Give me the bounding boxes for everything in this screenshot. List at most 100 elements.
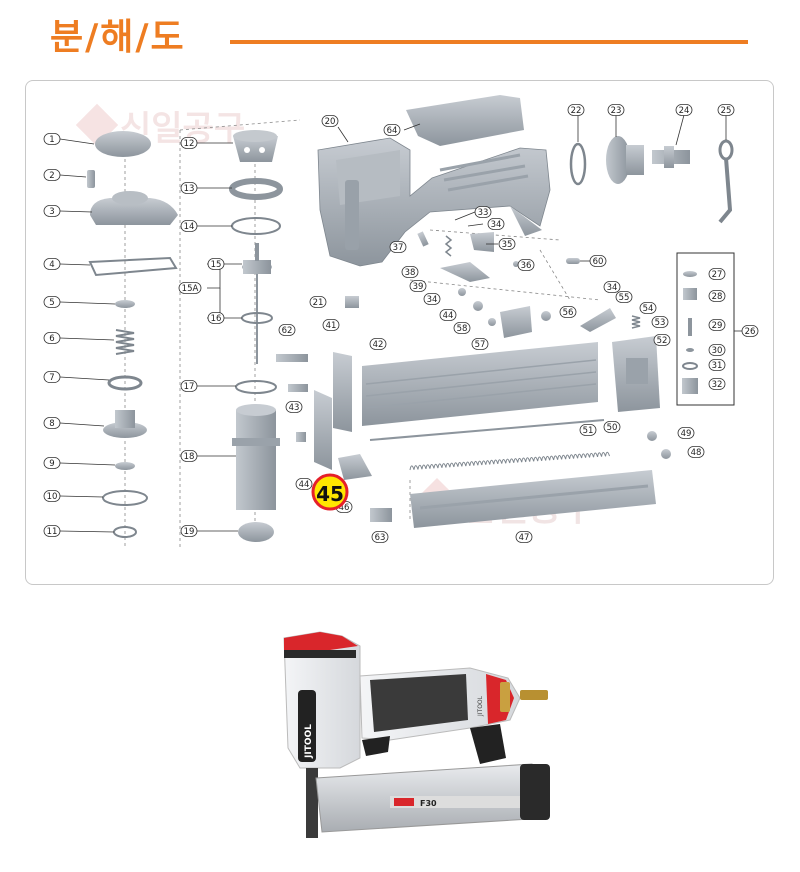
- part-label: 14: [180, 220, 198, 232]
- part-label-text: 53: [655, 318, 666, 328]
- part-label: 16: [207, 312, 225, 324]
- page-title: 분/해/도: [50, 17, 186, 58]
- part-label-text: 27: [712, 270, 723, 280]
- part-label-text: 58: [457, 324, 468, 334]
- exploded-diagram: 신일공구 신일공구: [43, 95, 759, 548]
- part-label: 43: [285, 401, 303, 413]
- title-underline: [230, 40, 748, 44]
- part-label-text: 13: [184, 184, 195, 194]
- part-label-text: 34: [607, 283, 618, 293]
- photo-brand-vertical: JITOOL: [304, 724, 314, 759]
- part-label-text: 20: [325, 117, 336, 127]
- part-label-text: 62: [282, 326, 293, 336]
- part-label-text: 48: [691, 448, 702, 458]
- part-label-text: 24: [679, 106, 690, 116]
- part-label: 4: [43, 258, 61, 270]
- part-label: 23: [607, 104, 625, 116]
- part-guide: [345, 296, 359, 308]
- part-label: 15A: [178, 282, 202, 294]
- part-label-text: 64: [387, 126, 398, 136]
- part-label: 56: [559, 306, 577, 318]
- part-label-text: 19: [184, 527, 195, 537]
- part-label-text: 34: [427, 295, 438, 305]
- part-label: 12: [180, 137, 198, 149]
- part-label-text: 5: [49, 298, 54, 308]
- part-o-ring-7: [107, 375, 143, 391]
- part-label: 64: [383, 124, 401, 136]
- part-label-text: 4: [49, 260, 54, 270]
- part-top-cover: [90, 191, 178, 225]
- part-label: 58: [453, 322, 471, 334]
- part-plate-41: [333, 352, 352, 432]
- part-label: 28: [708, 290, 726, 302]
- part-label-text: 7: [49, 373, 54, 383]
- part-label-text: 35: [502, 240, 513, 250]
- part-label: 10: [43, 490, 61, 502]
- part-label-text: 60: [593, 257, 604, 267]
- part-label: 25: [717, 104, 735, 116]
- part-end-plate: [612, 336, 660, 412]
- part-label-text: 33: [478, 208, 489, 218]
- part-ring-13: [229, 178, 283, 200]
- part-label-text: 36: [521, 261, 532, 271]
- part-label: 50: [603, 421, 621, 433]
- part-magazine: [362, 342, 598, 426]
- part-label: 60: [589, 255, 607, 267]
- part-label: 9: [43, 457, 61, 469]
- part-gasket: [88, 256, 178, 277]
- part-label: 44: [439, 309, 457, 321]
- photo-model: F30: [420, 799, 437, 808]
- part-label-text: 10: [47, 492, 58, 502]
- part-label: 17: [180, 380, 198, 392]
- part-label: 31: [708, 359, 726, 371]
- part-valve-small: [115, 300, 135, 308]
- part-cylinder: [232, 404, 280, 510]
- part-label-text: 56: [563, 308, 574, 318]
- part-label: 39: [409, 280, 427, 292]
- part-cap-63: [370, 508, 392, 522]
- part-label-text: 11: [47, 527, 58, 537]
- part-label-text: 29: [712, 321, 723, 331]
- part-cylinder-cap: [233, 130, 278, 162]
- part-label: 44: [295, 478, 313, 490]
- part-label: 3: [43, 205, 61, 217]
- part-piston: [242, 243, 272, 364]
- part-label: 13: [180, 182, 198, 194]
- part-label: 62: [278, 324, 296, 336]
- part-air-fitting: [652, 146, 690, 168]
- leader-lines: [59, 114, 744, 533]
- part-cap: [95, 131, 151, 157]
- part-label: 26: [741, 325, 759, 337]
- part-o-ring-10: [102, 490, 148, 506]
- part-label-text: 55: [619, 293, 630, 303]
- part-label: 27: [708, 268, 726, 280]
- part-label: 1: [43, 133, 61, 145]
- product-photo: JITOOL JITOOL F30: [283, 631, 550, 838]
- part-label: 52: [653, 334, 671, 346]
- photo-side-label: JITOOL: [477, 695, 484, 717]
- part-label: 20: [321, 115, 339, 127]
- part-label: 34: [487, 218, 505, 230]
- part-label: 35: [498, 238, 516, 250]
- part-label-text: 30: [712, 346, 723, 356]
- part-label-text: 14: [184, 222, 195, 232]
- part-label-text: 51: [583, 426, 594, 436]
- part-label: 36: [517, 259, 535, 271]
- part-label: 19: [180, 525, 198, 537]
- part-label-text: 1: [49, 135, 54, 145]
- part-label: 34: [603, 281, 621, 293]
- part-label-text: 25: [721, 106, 732, 116]
- part-label: 30: [708, 344, 726, 356]
- part-label: 41: [322, 319, 340, 331]
- part-label: 7: [43, 371, 61, 383]
- part-label: 21: [309, 296, 327, 308]
- part-label: 6: [43, 332, 61, 344]
- part-label-text: 8: [49, 419, 54, 429]
- part-kit-box: [676, 252, 735, 406]
- part-nose: [314, 390, 332, 470]
- part-label-text: 63: [375, 533, 386, 543]
- part-trigger-parts: [417, 231, 641, 338]
- part-label: 48: [687, 446, 705, 458]
- part-label-text: 28: [712, 292, 723, 302]
- part-spring-50: [409, 451, 610, 471]
